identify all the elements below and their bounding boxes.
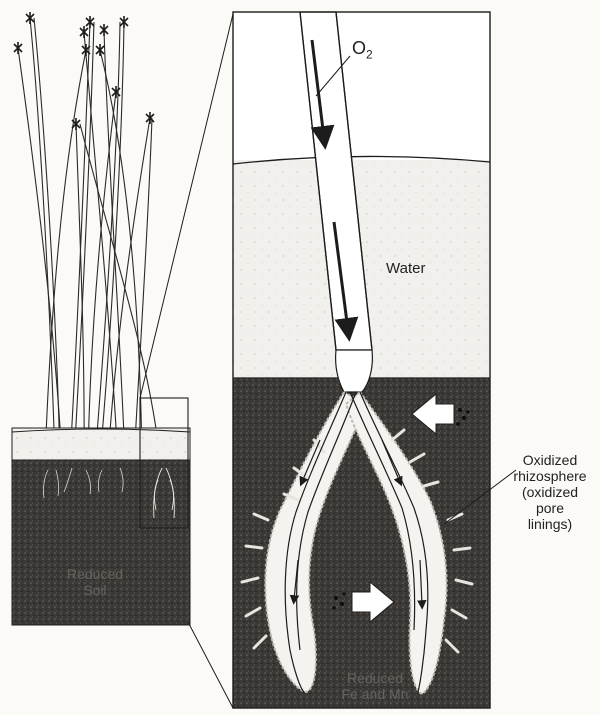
oxidized-label-line-3: (oxidized <box>502 484 598 500</box>
oxidized-label-line-5: linings) <box>502 516 598 532</box>
air-region <box>233 12 490 164</box>
oxidized-label-line-1: Oxidized <box>502 452 598 468</box>
stem-base <box>336 350 373 392</box>
oxidized-rhizosphere-label: Oxidized rhizosphere (oxidized pore lini… <box>502 452 598 532</box>
reduced-fe-mn-label: Reduced Fe and Mn <box>320 670 430 702</box>
oxidized-label-line-4: pore <box>502 500 598 516</box>
zoom-line-bottom <box>188 622 233 708</box>
water-label: Water <box>386 260 425 277</box>
left-water-layer <box>12 428 190 460</box>
reduced-soil-line-1: Reduced <box>40 566 150 582</box>
enlarged-panel <box>233 12 490 708</box>
oxidized-label-line-2: rhizosphere <box>502 468 598 484</box>
left-overview-diagram <box>12 12 190 625</box>
o2-label-subscript: 2 <box>366 48 373 62</box>
left-soil-layer <box>12 460 190 625</box>
o2-label-main: O <box>352 38 366 58</box>
o2-label: O2 <box>352 38 373 62</box>
reduced-fe-mn-line-1: Reduced <box>320 670 430 686</box>
reduced-soil-line-2: Soil <box>40 582 150 598</box>
reduced-soil-label: Reduced Soil <box>40 566 150 598</box>
plant-stems <box>18 18 160 460</box>
zoom-line-top <box>140 14 233 398</box>
reduced-fe-mn-line-2: Fe and Mn <box>320 686 430 702</box>
